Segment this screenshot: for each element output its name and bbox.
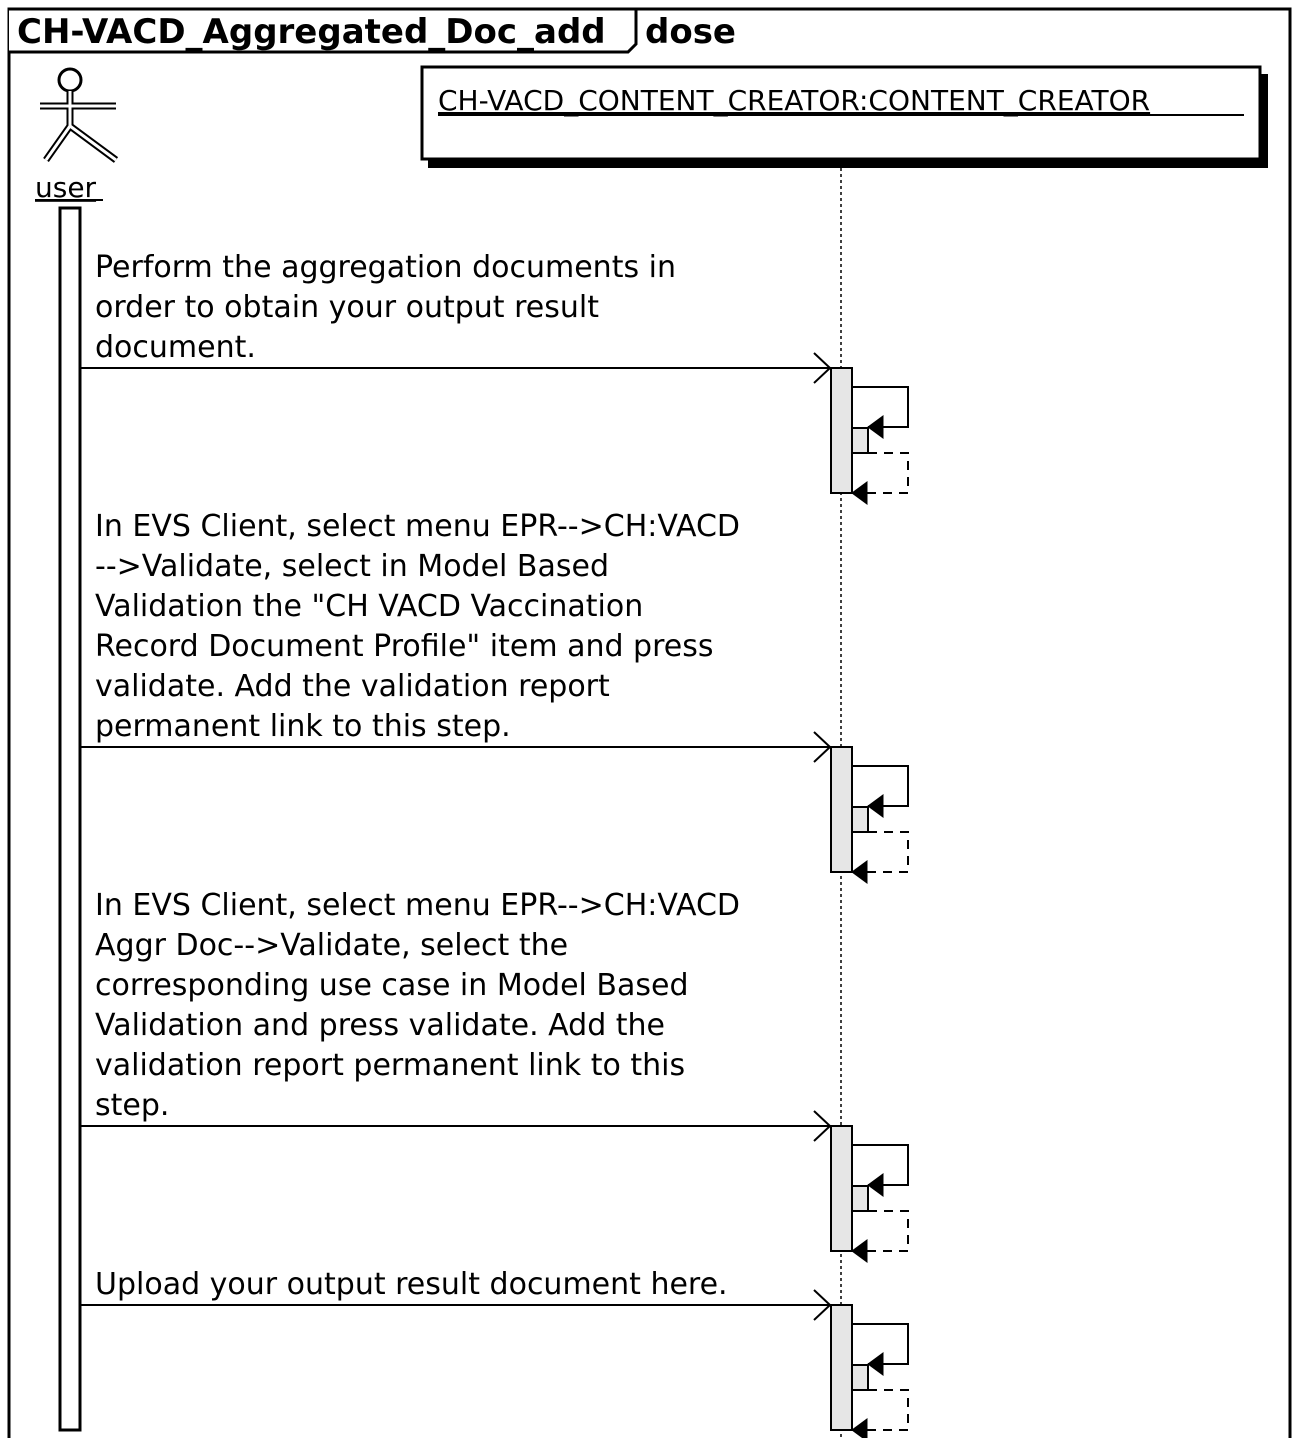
nested-activation-bar — [851, 1185, 869, 1212]
nested-activation-bar — [851, 427, 869, 454]
self-return-arrow — [852, 1389, 909, 1431]
diagram-frame — [7, 7, 1292, 1438]
lifeline-activation-bar — [830, 1125, 853, 1252]
nested-activation-bar — [851, 1364, 869, 1391]
self-call-arrowhead — [867, 415, 884, 439]
self-call-arrow — [852, 1323, 909, 1365]
self-return-arrowhead — [851, 481, 868, 505]
message-group: In EVS Client, select menu EPR-->CH:VACD… — [95, 888, 750, 1123]
lifeline-activation-bar — [830, 367, 853, 494]
self-call-arrow — [852, 386, 909, 428]
actor-activation-bar — [58, 206, 82, 1432]
message-arrows — [80, 352, 909, 1438]
self-return-arrowhead — [851, 1239, 868, 1263]
self-return-arrow — [852, 831, 909, 873]
actor-label: user — [35, 171, 97, 204]
stick-figure-icon — [40, 67, 119, 163]
nested-activation-bar — [851, 806, 869, 833]
self-call-arrow — [852, 1144, 909, 1186]
self-call-arrowhead — [867, 1173, 884, 1197]
message-group: In EVS Client, select menu EPR-->CH:VACD… — [95, 509, 750, 744]
self-call-arrowhead — [867, 794, 884, 818]
frame-title-tab — [9, 7, 638, 54]
self-return-arrow — [852, 452, 909, 494]
message-group: Upload your output result document here. — [95, 1267, 728, 1302]
lifeline-activation-bar — [830, 746, 853, 873]
self-return-arrowhead — [851, 860, 868, 884]
message-text: In EVS Client, select menu EPR-->CH:VACD… — [95, 888, 750, 1123]
frame-title: CH-VACD_Aggregated_Doc_add — [17, 12, 606, 52]
message-text: Upload your output result document here. — [95, 1267, 728, 1302]
self-return-arrowhead — [851, 1418, 868, 1438]
lifeline-label: CH-VACD_CONTENT_CREATOR:CONTENT_CREATOR — [438, 84, 1150, 117]
self-call-arrowhead — [867, 1352, 884, 1376]
frame-title-suffix: dose — [645, 12, 736, 52]
self-return-arrow — [852, 1210, 909, 1252]
self-call-arrow — [852, 765, 909, 807]
message-text: Perform the aggregation documents in ord… — [95, 250, 686, 365]
message-text: In EVS Client, select menu EPR-->CH:VACD… — [95, 509, 750, 744]
message-group: Perform the aggregation documents in ord… — [95, 250, 686, 365]
lifeline-activation-bar — [830, 1304, 853, 1431]
lifeline-header — [420, 65, 1262, 161]
